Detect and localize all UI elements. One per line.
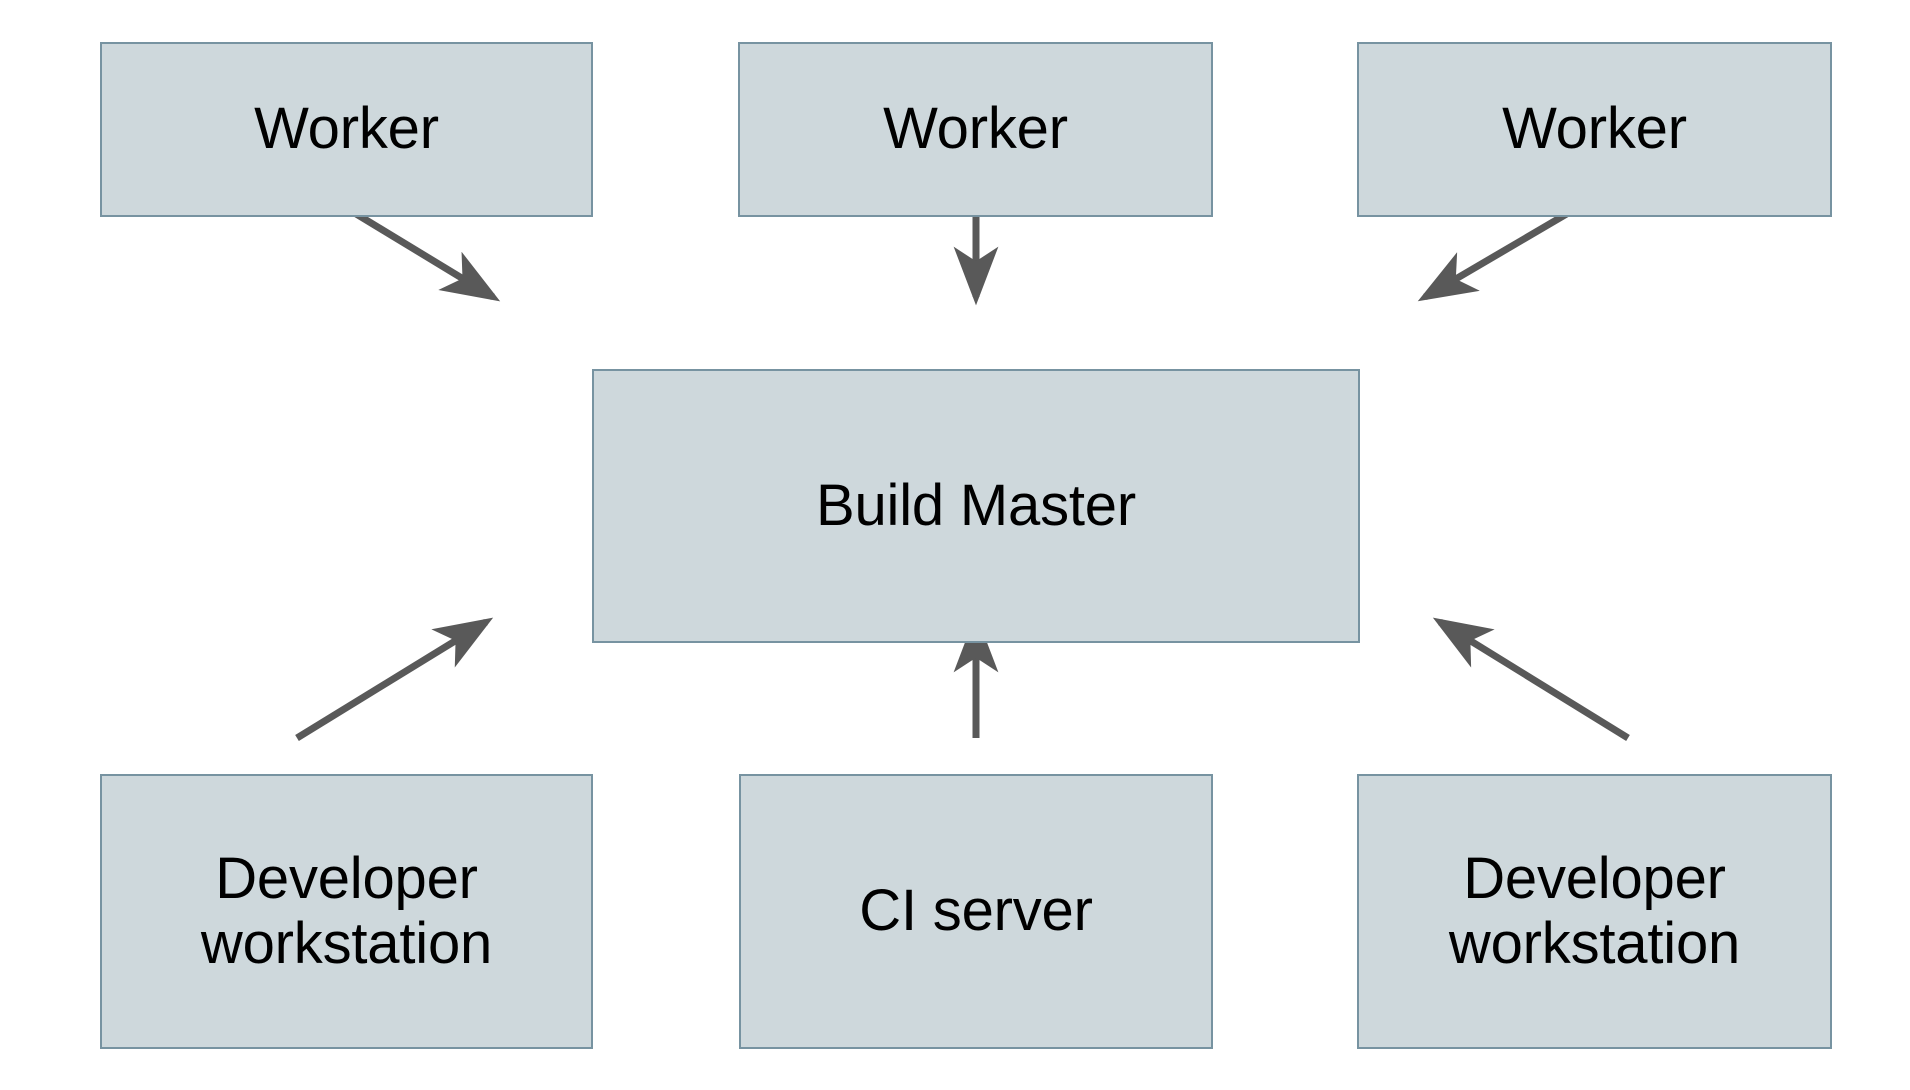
edge-developer-workstation-left-to-build-master	[295, 617, 494, 741]
node-label: Worker	[1502, 96, 1687, 162]
node-worker-2[interactable]: Worker	[738, 42, 1213, 217]
node-label: Build Master	[816, 472, 1136, 538]
node-label: CI server	[859, 878, 1093, 944]
node-developer-workstation-left[interactable]: Developer workstation	[100, 774, 593, 1049]
node-label: Developer workstation	[200, 845, 493, 976]
edge-developer-workstation-right-to-build-master	[1432, 617, 1630, 741]
node-label: Developer workstation	[1448, 845, 1741, 976]
node-build-master[interactable]: Build Master	[592, 369, 1360, 643]
node-label: Worker	[254, 96, 439, 162]
node-worker-3[interactable]: Worker	[1357, 42, 1832, 217]
node-ci-server[interactable]: CI server	[739, 774, 1213, 1049]
node-worker-1[interactable]: Worker	[100, 42, 593, 217]
node-label: Worker	[883, 96, 1068, 162]
node-developer-workstation-right[interactable]: Developer workstation	[1357, 774, 1832, 1049]
